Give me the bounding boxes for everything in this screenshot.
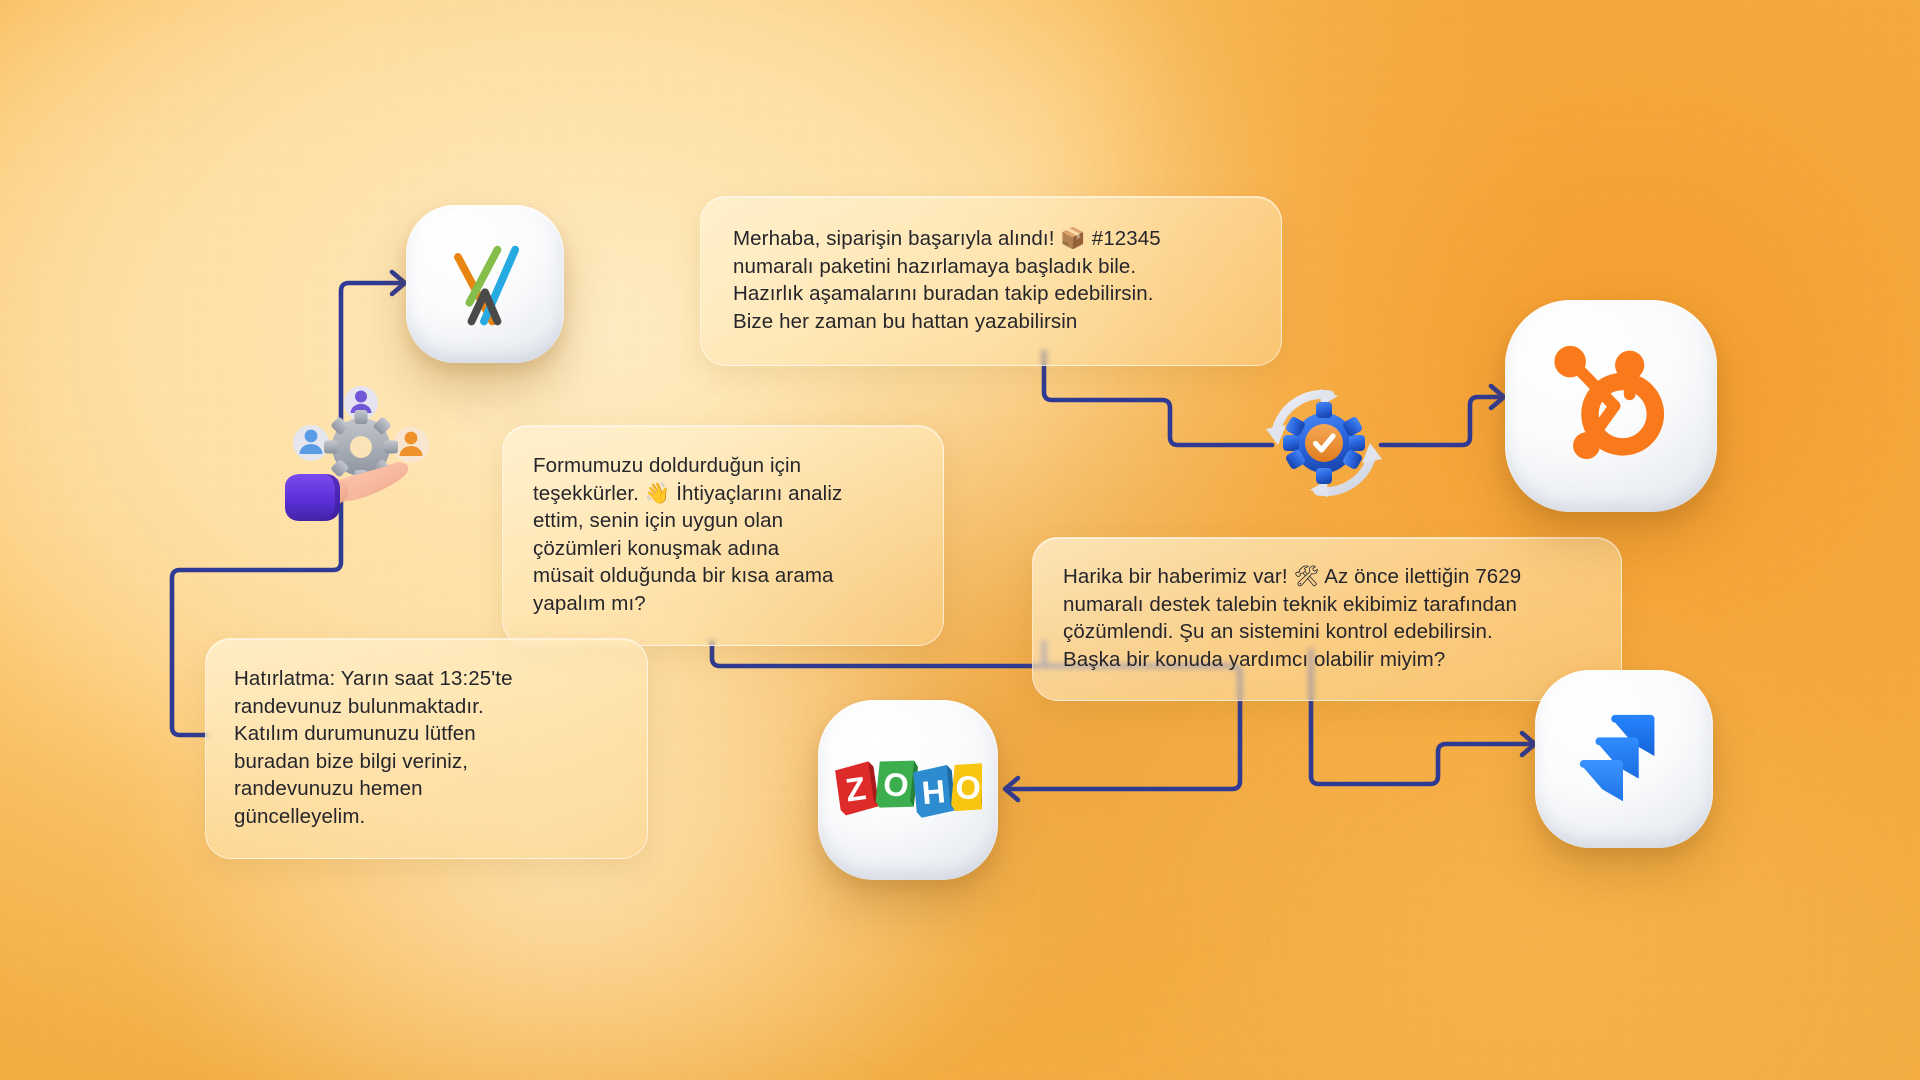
hubspot-sprocket-icon xyxy=(1554,345,1665,460)
form-thanks-text: Formumuzu doldurduğun için teşekkürler. … xyxy=(533,454,843,615)
connector-hand-to-reminder xyxy=(169,497,344,738)
zoho-letter-h: H xyxy=(913,765,956,818)
user-avatar-blue-icon xyxy=(293,425,329,461)
svg-text:H: H xyxy=(920,773,947,811)
zoho-letter-o2: O xyxy=(951,763,982,812)
logo-x-icon xyxy=(454,245,520,326)
connector-order-to-sync xyxy=(1041,349,1275,448)
sync-arrowheads-icon xyxy=(1310,389,1338,497)
connector-sync-to-hubspot xyxy=(1378,383,1507,448)
jira-chevrons-icon xyxy=(1579,714,1655,802)
order-confirmation-text: Merhaba, siparişin başarıyla alındı! 📦 #… xyxy=(733,227,1161,333)
gear-sync-check-icon xyxy=(1266,389,1382,497)
zoho-letter-o1: O xyxy=(875,760,918,808)
jira-app-icon[interactable]: Jira xyxy=(1535,670,1713,848)
gear-sync-check-illustration xyxy=(1258,385,1390,503)
svg-text:O: O xyxy=(954,769,982,807)
blue-gear-icon xyxy=(1283,402,1365,484)
user-avatar-orange-icon xyxy=(393,427,429,463)
zoho-wordmark-icon: Z O H O xyxy=(835,760,982,818)
hand-holding-gear-users-illustration xyxy=(285,375,437,525)
zoho-app-icon[interactable]: Zoho Z O H O xyxy=(818,700,998,880)
svg-text:Z: Z xyxy=(843,770,868,808)
purple-sleeve-icon xyxy=(285,474,340,521)
hubspot-app-icon[interactable]: HubSpot xyxy=(1505,300,1717,512)
logo-erp-app-icon[interactable]: Logo xyxy=(406,205,564,363)
order-confirmation-message[interactable]: Merhaba, siparişin başarıyla alındı! 📦 #… xyxy=(700,196,1282,366)
form-thanks-message[interactable]: Formumuzu doldurduğun için teşekkürler. … xyxy=(502,425,944,646)
support-ticket-resolved-message[interactable]: Harika bir haberimiz var! 🛠 Az önce ilet… xyxy=(1032,537,1622,701)
sync-arrowheads-right-icon xyxy=(1266,425,1382,463)
connector-hand-to-logo xyxy=(338,269,408,473)
hand-gear-users-icon xyxy=(285,386,429,521)
support-ticket-text: Harika bir haberimiz var! 🛠 Az önce ilet… xyxy=(1063,565,1522,671)
appointment-reminder-text: Hatırlatma: Yarın saat 13:25'te randevun… xyxy=(234,667,513,828)
svg-text:O: O xyxy=(881,766,910,804)
appointment-reminder-message[interactable]: Hatırlatma: Yarın saat 13:25'te randevun… xyxy=(205,638,648,859)
zoho-letter-z: Z xyxy=(835,761,879,816)
